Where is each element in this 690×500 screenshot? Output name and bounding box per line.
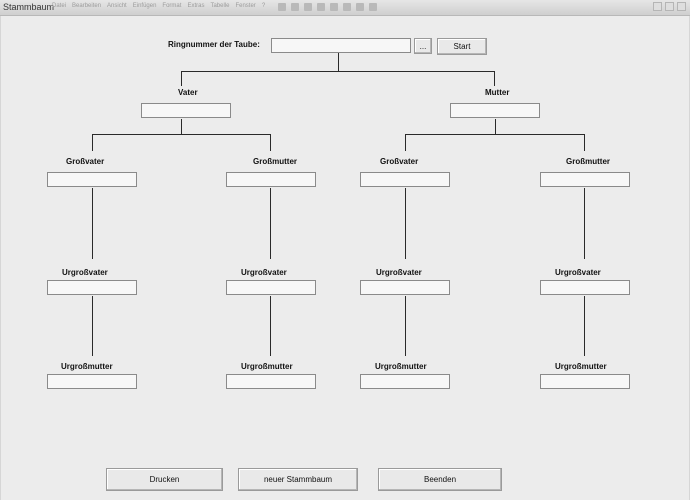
mother-label: Mutter <box>485 88 510 97</box>
background-menu-item: Tabelle <box>210 3 230 9</box>
great-grandfather-field[interactable] <box>47 280 137 295</box>
print-button[interactable]: Drucken <box>106 468 223 491</box>
great-grandmother-field[interactable] <box>540 374 630 389</box>
connector-line <box>92 296 93 356</box>
connector-line <box>584 296 585 356</box>
connector-line <box>405 296 406 356</box>
great-grandmother-field[interactable] <box>360 374 450 389</box>
window-controls <box>653 2 686 11</box>
grandmother-label: Großmutter <box>566 157 610 166</box>
great-grandfather-label: Urgroßvater <box>62 268 108 277</box>
background-menu-item: Bearbeiten <box>72 3 102 9</box>
grandmother-label: Großmutter <box>253 157 297 166</box>
title-bar: Stammbaum Datei Bearbeiten Ansicht Einfü… <box>0 0 690 16</box>
great-grandfather-field[interactable] <box>360 280 450 295</box>
connector-line <box>405 188 406 259</box>
maximize-button[interactable] <box>665 2 674 11</box>
ring-number-input[interactable] <box>271 38 411 53</box>
connector-line <box>181 71 182 86</box>
form-client-area <box>0 16 690 500</box>
connector-line <box>181 71 495 72</box>
toolbar-icon <box>317 3 325 11</box>
connector-line <box>270 188 271 259</box>
connector-line <box>92 134 93 151</box>
father-label: Vater <box>178 88 198 97</box>
toolbar-icon <box>278 3 286 11</box>
father-field[interactable] <box>141 103 231 118</box>
connector-line <box>495 119 496 134</box>
toolbar-icon <box>291 3 299 11</box>
toolbar-icon <box>304 3 312 11</box>
great-grandfather-field[interactable] <box>226 280 316 295</box>
close-button[interactable] <box>677 2 686 11</box>
great-grandmother-label: Urgroßmutter <box>61 362 113 371</box>
background-menu-item: Einfügen <box>132 3 157 9</box>
background-menu-item: Extras <box>187 3 205 9</box>
grandfather-label: Großvater <box>66 157 105 166</box>
connector-line <box>270 296 271 356</box>
connector-line <box>584 188 585 259</box>
maternal-grandmother-field[interactable] <box>540 172 630 187</box>
background-menu-item: Ansicht <box>107 3 127 9</box>
great-grandfather-label: Urgroßvater <box>376 268 422 277</box>
minimize-button[interactable] <box>653 2 662 11</box>
background-menu-item: ? <box>261 3 266 9</box>
paternal-grandmother-field[interactable] <box>226 172 316 187</box>
background-menu-bar: Datei Bearbeiten Ansicht Einfügen Format… <box>52 3 265 9</box>
paternal-grandfather-field[interactable] <box>47 172 137 187</box>
connector-line <box>270 134 271 151</box>
great-grandfather-field[interactable] <box>540 280 630 295</box>
connector-line <box>584 134 585 151</box>
connector-line <box>92 188 93 259</box>
connector-line <box>181 119 182 134</box>
mother-field[interactable] <box>450 103 540 118</box>
connector-line <box>92 134 271 135</box>
background-menu-item: Fenster <box>235 3 256 9</box>
toolbar-icon <box>343 3 351 11</box>
connector-line <box>405 134 406 151</box>
great-grandmother-field[interactable] <box>226 374 316 389</box>
browse-button[interactable]: ... <box>414 38 432 54</box>
new-tree-button[interactable]: neuer Stammbaum <box>238 468 358 491</box>
toolbar-icon <box>330 3 338 11</box>
great-grandfather-label: Urgroßvater <box>241 268 287 277</box>
great-grandmother-label: Urgroßmutter <box>375 362 427 371</box>
connector-line <box>494 71 495 86</box>
start-button[interactable]: Start <box>437 38 487 55</box>
connector-line <box>338 53 339 71</box>
quit-button[interactable]: Beenden <box>378 468 502 491</box>
toolbar-icon <box>356 3 364 11</box>
connector-line <box>405 134 585 135</box>
maternal-grandfather-field[interactable] <box>360 172 450 187</box>
background-toolbar <box>278 3 377 11</box>
great-grandmother-field[interactable] <box>47 374 137 389</box>
grandfather-label: Großvater <box>380 157 419 166</box>
great-grandmother-label: Urgroßmutter <box>555 362 607 371</box>
window-title: Stammbaum <box>3 2 55 12</box>
background-menu-item: Datei <box>52 3 67 9</box>
great-grandfather-label: Urgroßvater <box>555 268 601 277</box>
ring-number-label: Ringnummer der Taube: <box>168 40 260 49</box>
toolbar-icon <box>369 3 377 11</box>
background-menu-item: Format <box>162 3 182 9</box>
great-grandmother-label: Urgroßmutter <box>241 362 293 371</box>
